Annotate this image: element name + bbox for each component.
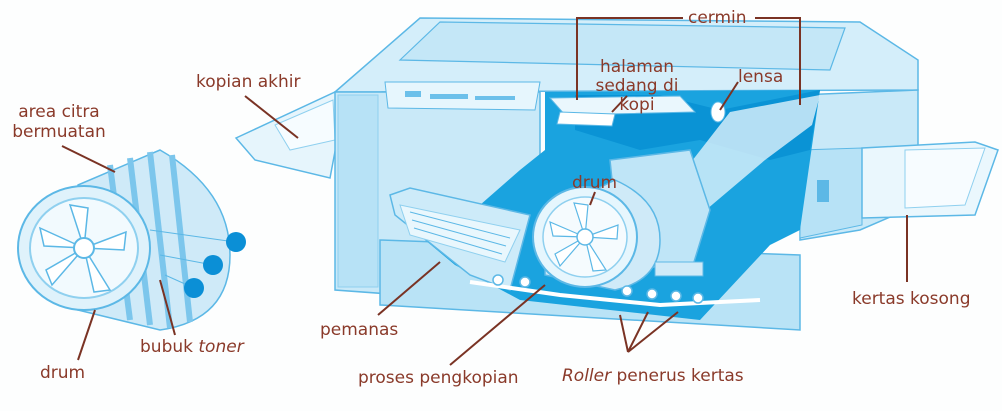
- label-roller-rest: penerus kertas: [611, 366, 744, 386]
- label-lensa: lensa: [738, 67, 784, 87]
- label-roller-penerus: Roller penerus kertas: [562, 366, 744, 386]
- leader-lensa: [719, 81, 739, 111]
- leader-halaman: [611, 95, 628, 113]
- leader-roller-2: [627, 311, 649, 353]
- leader-drum-left: [77, 309, 96, 361]
- toner-dot: [184, 278, 204, 298]
- leader-bubuk: [159, 279, 176, 336]
- leader-cermin-right: [755, 17, 801, 105]
- label-area-citra-line1: area citra: [18, 102, 100, 122]
- leader-area-citra: [61, 145, 116, 173]
- leader-roller-3: [627, 311, 679, 353]
- label-roller-italic: Roller: [562, 366, 612, 386]
- label-drum-center: drum: [572, 173, 618, 193]
- leader-pemanas: [377, 261, 441, 316]
- label-area-citra-line2: bermuatan: [12, 122, 106, 142]
- leader-drum-center: [589, 191, 596, 206]
- toner-dot: [203, 255, 223, 275]
- label-bubuk: bubuk: [140, 337, 193, 357]
- label-pemanas: pemanas: [320, 320, 399, 340]
- label-halaman: halaman sedang di kopi: [578, 58, 696, 115]
- leader-lines: [61, 17, 908, 366]
- leader-roller-1: [619, 314, 629, 353]
- label-area-citra: area citra bermuatan: [4, 102, 114, 142]
- leader-cermin: [576, 17, 683, 100]
- label-proses-pengkopian: proses pengkopian: [358, 368, 519, 388]
- label-drum-left: drum: [40, 363, 86, 383]
- toner-dot: [226, 232, 246, 252]
- interior-drum: [532, 179, 661, 291]
- photocopier-machine: [234, 17, 999, 331]
- label-bubuk-toner: bubuk toner: [140, 337, 244, 357]
- label-kopian-akhir: kopian akhir: [196, 72, 301, 92]
- leader-proses: [449, 284, 546, 366]
- label-halaman-line2: sedang di: [595, 76, 679, 96]
- label-kertas-kosong: kertas kosong: [852, 289, 971, 309]
- label-halaman-line3: kopi: [619, 95, 655, 115]
- left-drum: [17, 149, 231, 331]
- leader-kopian: [244, 95, 299, 139]
- toner-particles: [149, 229, 246, 298]
- label-toner-italic: toner: [198, 337, 244, 357]
- label-halaman-line1: halaman: [599, 57, 675, 77]
- label-cermin: cermin: [688, 8, 747, 28]
